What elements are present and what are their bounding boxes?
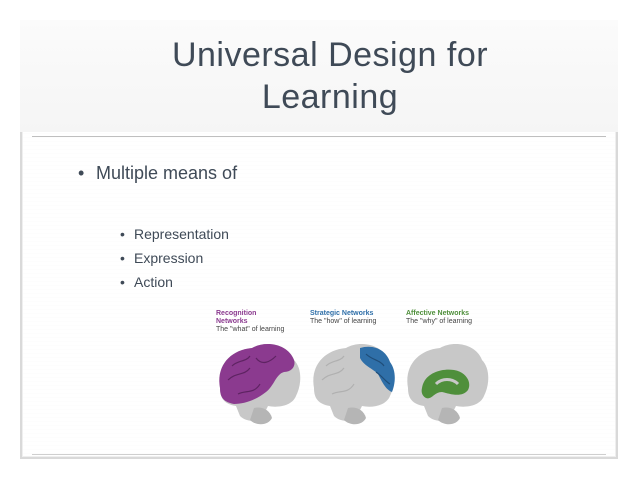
sub-bullet-list: • Representation • Expression • Action [120,222,229,294]
sub-bullet-item: • Representation [120,222,229,246]
brain-networks-figure: Recognition Networks The "what" of learn… [210,310,500,440]
caption-subtitle: The "what" of learning [216,326,285,333]
caption-heading: Recognition [216,310,257,317]
sub-bullet-item: • Expression [120,246,229,270]
title-line-2: Learning [261,78,399,116]
brain-illustrations [219,344,489,425]
title-line-1: Universal Design for [171,36,489,74]
bullet-marker: • [78,163,85,183]
caption-heading: Strategic Networks [310,310,374,317]
sub-bullet-text: Action [134,274,173,290]
caption-strategic: Strategic Networks The "how" of learning [310,310,376,326]
recognition-brain-icon [219,344,301,425]
sub-bullet-marker: • [120,226,125,242]
caption-subtitle: The "why" of learning [406,318,473,325]
bullet-list: • Multiple means of [78,162,237,184]
caption-affective: Affective Networks The "why" of learning [406,310,472,326]
sub-bullet-marker: • [120,274,125,290]
caption-heading: Affective Networks [406,310,470,317]
title-divider [32,136,606,137]
caption-recognition: Recognition Networks The "what" of learn… [216,310,284,334]
bullet-item: • Multiple means of [78,162,237,184]
strategic-brain-icon [313,344,395,425]
bullet-text: Multiple means of [96,163,238,183]
footer-divider [32,454,606,455]
caption-subtitle: The "how" of learning [310,318,377,325]
slide-title: Universal Design for Learning [120,34,540,118]
sub-bullet-text: Representation [134,226,229,242]
sub-bullet-marker: • [120,250,125,266]
sub-bullet-item: • Action [120,270,229,294]
sub-bullet-text: Expression [134,250,204,266]
caption-heading: Networks [216,318,248,325]
title-band [20,20,618,132]
affective-brain-icon [407,344,489,425]
